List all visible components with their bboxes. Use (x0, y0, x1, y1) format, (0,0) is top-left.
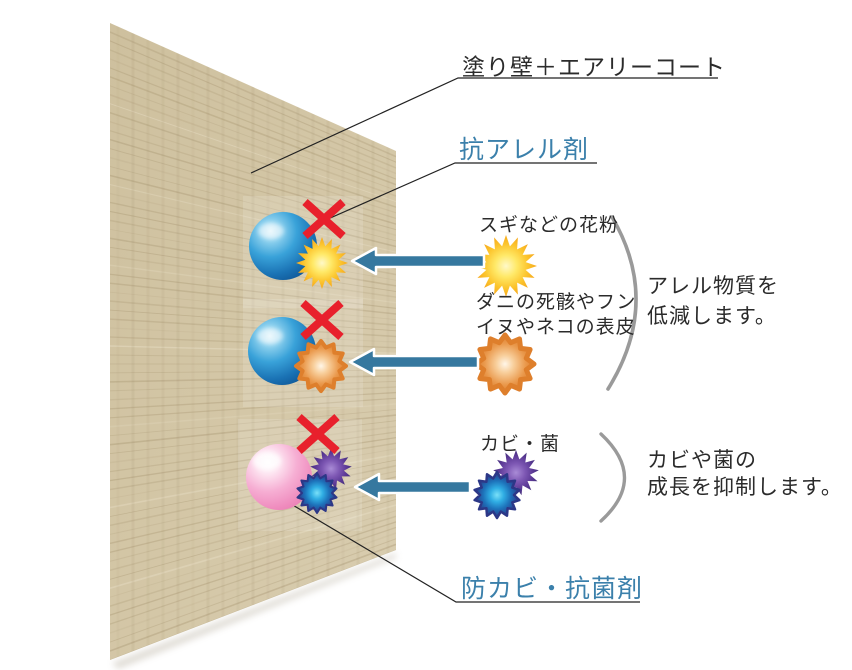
left-arrow-icon (348, 347, 480, 377)
dander-source-label: ダニの死骸やフン イヌやネコの表皮 (476, 290, 636, 340)
group-brackets (599, 215, 638, 523)
anti-allergen-agent-label: 抗アレル剤 (459, 136, 590, 164)
gear-burst-icon (473, 470, 521, 520)
dander-source-line2: イヌやネコの表皮 (476, 317, 636, 338)
anti-allergen-leader (302, 162, 597, 231)
allergen-effect-line1: アレル物質を (647, 275, 779, 298)
source-bursts (473, 235, 539, 520)
left-arrows (348, 246, 486, 502)
sun-burst-icon (296, 237, 348, 289)
wall-coating-title: 塗り壁＋エアリーコート (462, 54, 726, 80)
allergen-effect-text: アレル物質を 低減します。 (647, 272, 779, 332)
sun-burst-icon (475, 235, 537, 297)
red-x-marks (296, 199, 346, 454)
left-arrow-icon (350, 246, 486, 276)
scallop-burst-icon (294, 339, 348, 393)
anti-mold-agent-label: 防カビ・抗菌剤 (461, 575, 644, 603)
pollen-source-label: スギなどの花粉 (479, 215, 620, 236)
wall-bursts (294, 237, 352, 514)
mold-source-label: カビ・菌 (480, 434, 561, 455)
allergen-effect-line2: 低減します。 (647, 305, 777, 328)
dander-source-line1: ダニの死骸やフン (476, 292, 637, 313)
gear-burst-icon (296, 472, 338, 514)
scallop-burst-icon (473, 332, 537, 396)
mold-effect-line1: カビや菌の (647, 449, 757, 472)
mold-effect-line2: 成長を抑制します。 (647, 476, 843, 499)
pink-sphere-icon (246, 444, 312, 510)
mold-effect-text: カビや菌の 成長を抑制します。 (647, 447, 843, 501)
allergen-bracket (606, 215, 638, 391)
left-arrow-icon (353, 472, 472, 502)
leader-lines (250, 77, 718, 603)
mold-bracket (599, 432, 627, 523)
red-x-icon (300, 300, 344, 340)
wall-label-leader (250, 77, 718, 174)
red-x-icon (296, 414, 340, 454)
wall-shadow (112, 553, 396, 669)
red-x-icon (302, 199, 346, 239)
anti-mold-leader (290, 503, 640, 603)
